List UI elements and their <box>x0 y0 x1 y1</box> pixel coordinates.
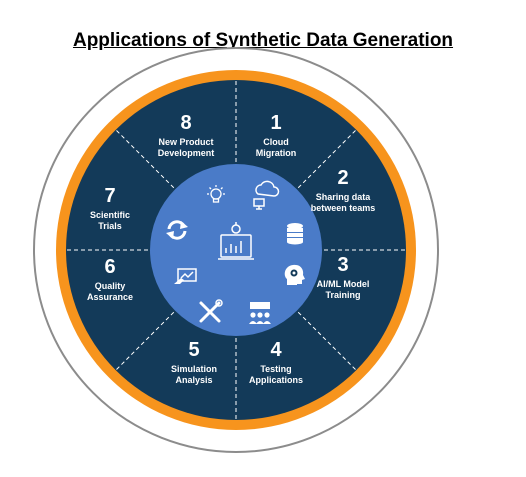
segment-number: 6 <box>104 256 115 278</box>
lightbulb-icon <box>207 185 225 203</box>
segment-number: 8 <box>180 112 191 134</box>
segment-label-line: Assurance <box>87 292 133 302</box>
segment-label-line: Migration <box>256 148 297 158</box>
segment-label-line: Trials <box>98 221 122 231</box>
segment-label-line: New Product <box>158 137 213 147</box>
segment-label-line: Simulation <box>171 364 217 374</box>
segment-number: 3 <box>337 254 348 276</box>
segment-number: 2 <box>337 167 348 189</box>
page-title: Applications of Synthetic Data Generatio… <box>72 30 454 51</box>
head-gears-icon <box>284 264 305 285</box>
chart-hand-icon <box>174 268 197 284</box>
segment-label-line: Cloud <box>263 137 289 147</box>
segment-number: 7 <box>104 185 115 207</box>
segment-label-line: Testing <box>260 364 291 374</box>
tools-icon <box>199 299 223 323</box>
analytics-board-icon <box>218 222 254 260</box>
segment-label-line: Applications <box>249 375 303 385</box>
segment-label-line: Quality <box>95 281 126 291</box>
segment-label-line: Sharing data <box>316 192 372 202</box>
segment-label-line: Training <box>325 290 360 300</box>
segment-number: 4 <box>270 339 282 361</box>
segment-label-line: between teams <box>311 203 376 213</box>
segment-label-line: Development <box>158 148 215 158</box>
cloud-computer-icon <box>253 180 280 210</box>
segment-label-line: AI/ML Model <box>317 279 370 289</box>
team-presentation-icon <box>249 302 271 324</box>
segment-number: 1 <box>270 112 281 134</box>
refresh-icon <box>166 220 188 240</box>
segment-number: 5 <box>188 339 199 361</box>
database-icon <box>287 223 303 245</box>
segment-label-line: Scientific <box>90 210 130 220</box>
segment-label-line: Analysis <box>175 375 212 385</box>
